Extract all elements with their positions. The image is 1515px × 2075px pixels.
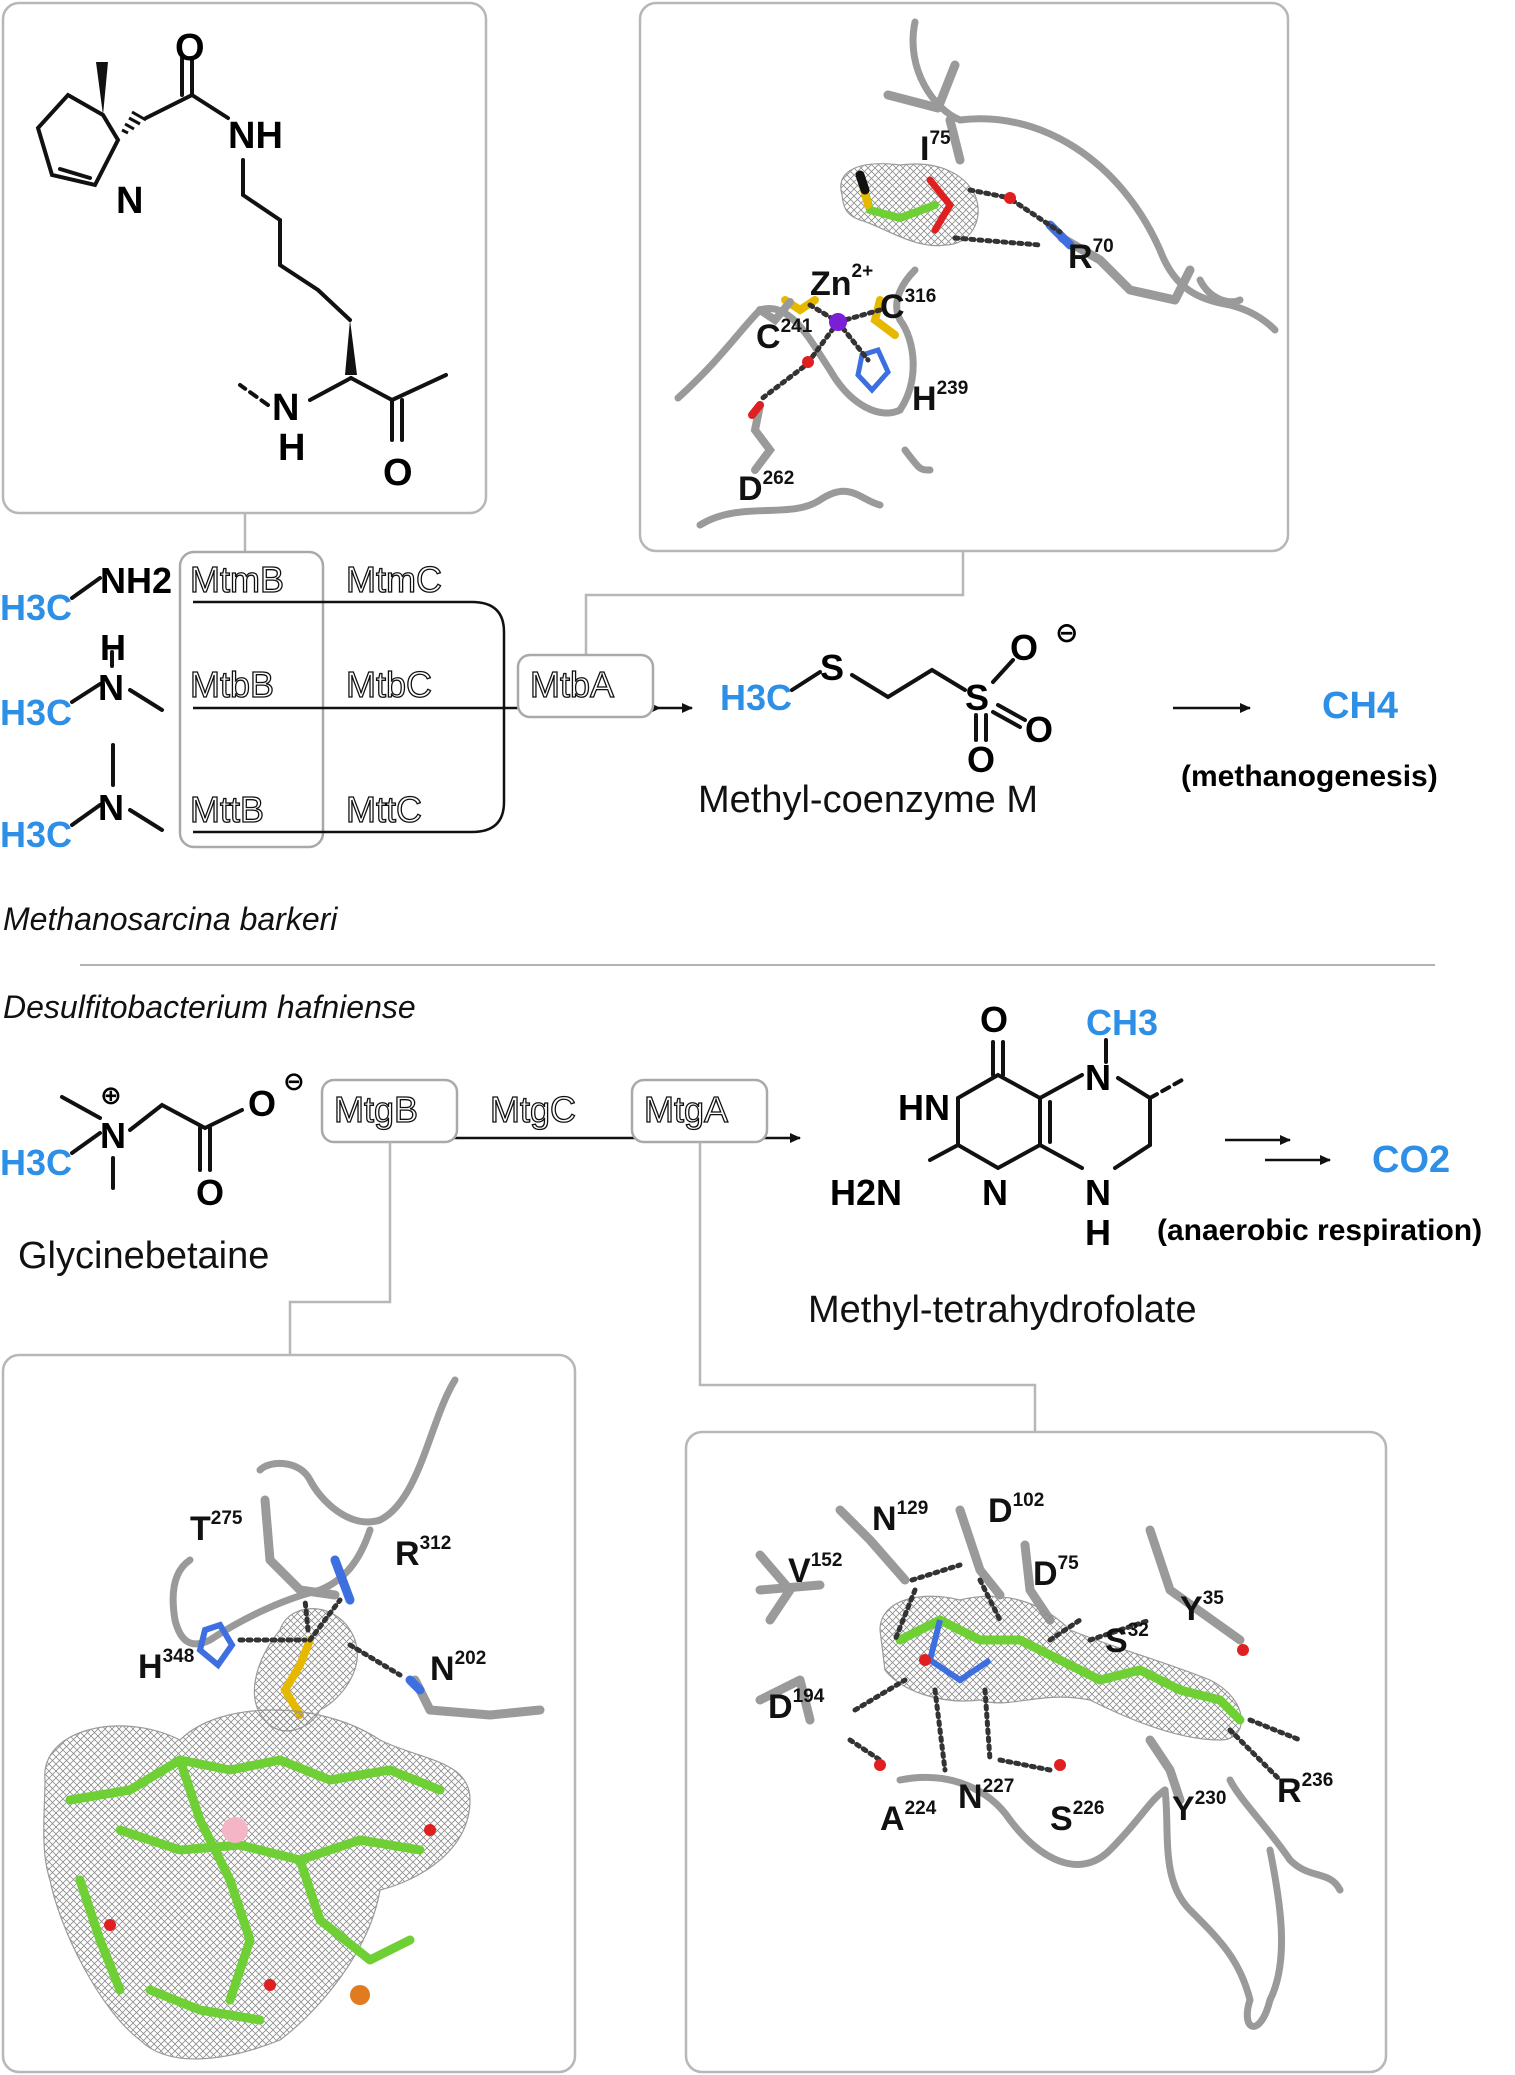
- enzyme-mttb: MttB: [190, 789, 264, 830]
- enzyme-mtgc: MtgC: [490, 1089, 576, 1130]
- enzyme-mtba: MtbA: [530, 664, 614, 705]
- thf-nh-n: N: [1085, 1172, 1111, 1213]
- com-s: S: [820, 647, 844, 688]
- res-n227: N227: [958, 1776, 1014, 1816]
- methane-formula: CH4: [1322, 685, 1398, 727]
- gb-charge-minus: ⊖: [283, 1066, 305, 1096]
- gb-carbonyl-o: O: [196, 1172, 224, 1213]
- res-r312: R312: [395, 1533, 451, 1573]
- thf-h2n: H2N: [830, 1172, 902, 1213]
- pyl-carbonyl-o: O: [175, 27, 205, 69]
- gb-name: Glycinebetaine: [18, 1235, 269, 1277]
- res-h239: H239: [912, 378, 968, 418]
- res-d262: D262: [738, 468, 794, 508]
- zn-label: Zn2+: [810, 261, 873, 303]
- pyl-amide-nh: NH: [228, 115, 283, 157]
- res-a224: A224: [880, 1798, 937, 1838]
- com-methyl: H3C: [720, 677, 792, 718]
- pyrrolysine-panel: O NH N N H O: [1, 1, 488, 515]
- mtgb-structure-panel: T275 R312 H348 N202: [1, 1353, 577, 2074]
- com-o1: O: [1010, 627, 1038, 668]
- gb-methyl: H3C: [0, 1142, 72, 1183]
- res-y230: Y230: [1172, 1788, 1226, 1828]
- tma-methyl: H3C: [0, 814, 72, 855]
- dma-n: N: [98, 667, 124, 708]
- res-d102: D102: [988, 1490, 1044, 1530]
- res-n129: N129: [872, 1498, 928, 1538]
- enzyme-mtmc: MtmC: [346, 559, 442, 600]
- methylamine-pathway: H3C NH2 H3C N H H3C N MtmB MtmC MtbB Mtb…: [0, 550, 1438, 855]
- res-d75: D75: [1033, 1553, 1079, 1593]
- pyl-backbone-n: N: [272, 387, 299, 429]
- thf-name: Methyl-tetrahydrofolate: [808, 1289, 1197, 1331]
- enzyme-mttc: MttC: [346, 789, 422, 830]
- enzyme-mtbc: MtbC: [346, 664, 432, 705]
- com-sulfonate-s: S: [965, 677, 989, 718]
- res-t275: T275: [190, 1508, 243, 1548]
- species-bottom: Desulfitobacterium hafniense: [3, 989, 416, 1025]
- tma-n: N: [98, 787, 124, 828]
- res-d194: D194: [768, 1686, 825, 1726]
- res-s226: S226: [1050, 1798, 1104, 1838]
- res-h348: H348: [138, 1646, 194, 1686]
- enzyme-mtga: MtgA: [644, 1089, 728, 1130]
- com-o3: O: [967, 739, 995, 780]
- thf-o: O: [980, 999, 1008, 1040]
- com-charge: ⊖: [1055, 617, 1078, 648]
- res-r236: R236: [1277, 1770, 1333, 1810]
- res-s32: S32: [1105, 1620, 1149, 1660]
- com-name: Methyl-coenzyme M: [698, 779, 1038, 821]
- res-i75: I75: [920, 128, 951, 168]
- mtba-structure-panel: I75 R70 Zn2+ C241 C316 H239 D262: [638, 1, 1290, 553]
- thf-n: N: [982, 1172, 1008, 1213]
- glycinebetaine-pathway: H3C N ⊕ O ⊖ O Glycinebetaine MtgB MtgC M…: [0, 999, 1482, 1331]
- enzyme-mtmb: MtmB: [190, 559, 284, 600]
- dma-methyl: H3C: [0, 692, 72, 733]
- gb-o: O: [248, 1083, 276, 1124]
- methane-label: (methanogenesis): [1181, 760, 1438, 793]
- mma-amine: NH2: [100, 560, 172, 601]
- enzyme-mtbb: MtbB: [190, 664, 274, 705]
- co2-formula: CO2: [1372, 1139, 1450, 1181]
- pyl-backbone-o: O: [383, 452, 413, 494]
- res-c241: C241: [756, 316, 813, 356]
- thf-ch3: CH3: [1086, 1002, 1158, 1043]
- gb-n: N: [100, 1115, 126, 1156]
- res-r70: R70: [1068, 236, 1114, 276]
- pyl-ring-n: N: [116, 180, 143, 222]
- mtga-structure-panel: N129 D102 V152 D75 Y35 S32 D194 A224 N22…: [684, 1430, 1388, 2074]
- res-c316: C316: [880, 286, 936, 326]
- pyl-backbone-h: H: [278, 427, 305, 469]
- mma-methyl: H3C: [0, 587, 72, 628]
- res-n202: N202: [430, 1648, 486, 1688]
- com-o2: O: [1025, 709, 1053, 750]
- res-y35: Y35: [1180, 1588, 1224, 1628]
- gb-charge-plus: ⊕: [100, 1080, 122, 1110]
- enzyme-mtgb: MtgB: [334, 1089, 418, 1130]
- res-v152: V152: [788, 1550, 842, 1590]
- species-top: Methanosarcina barkeri: [3, 901, 338, 937]
- thf-hn: HN: [898, 1087, 950, 1128]
- thf-n5: N: [1085, 1057, 1111, 1098]
- thf-nh-h: H: [1085, 1212, 1111, 1253]
- co2-label: (anaerobic respiration): [1157, 1214, 1482, 1247]
